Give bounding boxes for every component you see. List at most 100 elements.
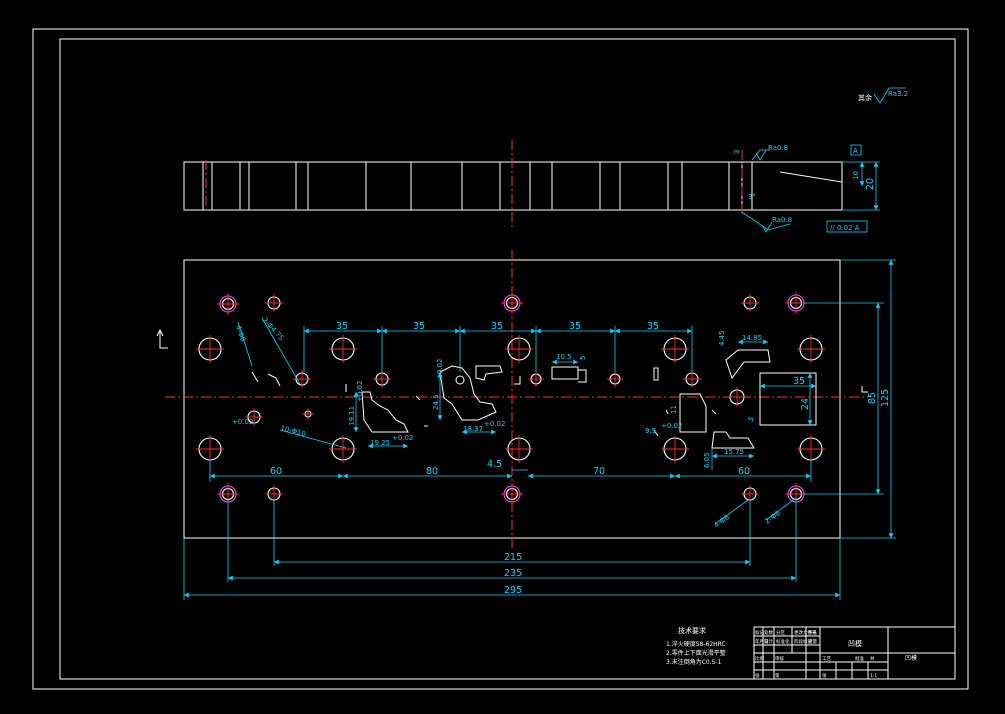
section-gap-dim: 3 [733,150,741,154]
plan-view: 35 35 35 35 35 60 80 4.5 70 60 [156,250,896,600]
title-block-cell: 设计 [764,638,773,645]
section-thickness-dim: 20 [865,178,876,190]
feat-9-5: 9.5 [645,427,656,435]
callout-4-phi8: 4-Φ8 [234,324,247,343]
title-block-cell: 标记 [755,629,764,636]
overall-dim-235: 235 [504,568,522,579]
title-block-cell: 第 [775,672,780,679]
title-block-cell: 阶段标记 [794,638,812,645]
tol-4: +0.02 [356,381,364,402]
drawing-number: 凹模 [905,654,917,662]
hole-big [196,435,224,463]
height-dim-125: 125 [880,389,891,407]
tol-2: +0.02 [484,420,505,428]
hole-screw [741,294,759,312]
callout-4-phi6: 4-Φ6 [712,513,731,530]
pitch-dim-2: 35 [413,321,425,332]
feat-5: 5 [579,356,587,360]
overall-dim-295: 295 [504,585,522,596]
title-block-cell: 签名 [808,629,817,636]
title-block-cell: 1:1 [870,673,877,679]
title-block-cell: 年月日 [755,638,769,645]
section-step-dim: 10 [852,171,860,180]
feat-24-5: 24.5 [432,394,440,410]
feat-18-37: 18.37 [463,425,483,433]
overall-dim-215: 215 [504,552,522,563]
title-block-cell: 标准化 [776,638,790,645]
hole-big [505,435,533,463]
feat-15-75: 15.75 [724,448,744,456]
die-cavities [251,349,817,449]
hole-big [797,335,825,363]
tol-6: +0.02 [232,418,253,426]
row-dim-4-5: 4.5 [487,459,502,470]
row-dim-60-right: 60 [738,466,750,477]
roughness-symbol: 其余 Ra3.2 [858,87,908,104]
section-body [183,161,730,211]
callout-2-phi4-75: 2-Φ4.75 [261,316,286,342]
tol-1: +0.02 [436,359,444,380]
feat-14-85: 14.85 [742,334,762,342]
view-arrow-right [861,386,868,393]
overall-dimensions: 215 235 295 [183,500,841,600]
row-dim-80: 80 [426,466,438,477]
feat-10-5: 10.5 [556,353,572,361]
hole-pin [501,483,523,505]
feat-19-11: 19.11 [348,406,356,426]
view-arrow-left [156,328,168,349]
hole-screw [683,370,701,388]
title-block-cell: 更改文件号 [794,629,817,636]
hole-screw [727,387,747,407]
tech-note-3: 3.未注倒角为C0.5-1 [666,658,722,666]
height-dimensions: 85 125 35 24 [760,259,896,539]
hole-big [797,435,825,463]
hole-callouts: 4-Φ8 2-Φ4.75 4-Φ6 10-Φ10 2-Φ8 [234,316,797,530]
title-block-cell: 张 [822,672,827,679]
title-block-cell: 处数 [764,629,773,636]
height-dim-85: 85 [867,392,878,404]
title-block-cell: 重量 [808,638,817,645]
datum-a-label: A [853,147,858,155]
pitch-dim-1: 35 [336,321,348,332]
tech-notes-title: 技术要求 [678,626,706,635]
pitch-dimensions: 35 35 35 35 35 [303,321,693,372]
feat-side-5: 5 [747,415,756,423]
row-dim-70: 70 [593,466,605,477]
inner-frame [59,38,956,680]
tech-note-1: 1.淬火硬度58-62HRC [666,640,726,648]
row-spacing-dimensions: 60 80 4.5 70 60 [209,459,812,482]
section-cuts [202,161,683,211]
title-block: 凹模 凹模 标记处数分区更改文件号签名年月日设计标准化阶段标记重量比例审核工艺批… [753,626,956,680]
tech-note-2: 2.零件上下面光滑平整 [666,649,726,657]
feature-dimensions: 10.5 5 14.85 4.45 24.5 +0.02 18.37 +0.02… [232,330,768,470]
finish-bottom-text: Ra0.8 [772,216,792,224]
hole-screw [245,408,263,426]
finish-top-text: Ra0.8 [768,144,788,152]
hole-big [505,335,533,363]
feat-19-25: 19.25 [370,439,390,447]
title-block-cell: 比例 [755,655,764,662]
hole-pin [785,292,807,314]
callout-2-phi8: 2-Φ8 [763,509,781,525]
hole-big [661,435,689,463]
title-block-cell: 张 [755,672,760,679]
tech-notes: 技术要求 1.淬火硬度58-62HRC 2.零件上下面光滑平整 3.未注倒角为C… [666,626,726,666]
hole-screw [373,370,391,388]
feat-6-05: 6.05 [703,452,711,468]
hole-screw [293,370,311,388]
slot-height-dim-24: 24 [800,398,811,410]
part-name: 凹模 [848,639,862,648]
hole-pin [501,292,523,314]
hole-screw [607,371,623,387]
outer-frame [32,28,969,690]
pitch-dim-5: 35 [647,321,659,332]
section-angle-dim: 3° [748,193,756,201]
hole-pin [217,293,239,315]
roughness-value-text: Ra3.2 [888,90,908,98]
title-block-cell: 工艺 [822,656,831,662]
pitch-dim-3: 35 [491,321,503,332]
hole-screw [528,371,544,387]
title-block-cell: 审核 [775,655,784,662]
